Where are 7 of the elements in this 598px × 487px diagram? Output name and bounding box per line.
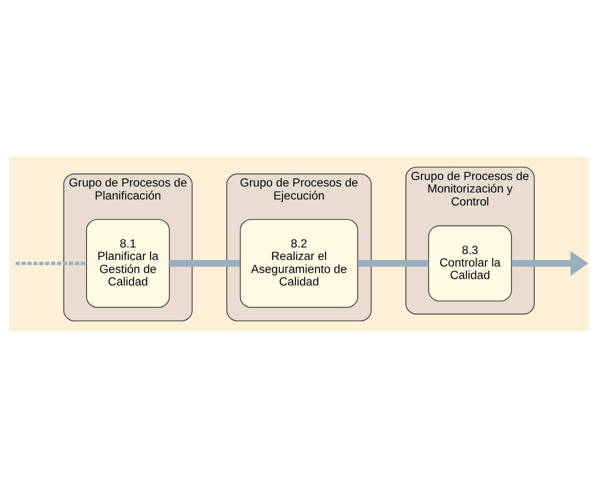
node-box: 8.3 Controlar la Calidad [428,224,512,301]
connector [169,260,240,266]
connector [16,261,86,265]
node-box: 8.2 Realizar el Aseguramiento de Calidad [240,218,358,308]
connector [358,260,429,266]
arrow [512,250,588,276]
node-box: 8.1 Planificar la Gestión de Calidad [86,218,170,308]
